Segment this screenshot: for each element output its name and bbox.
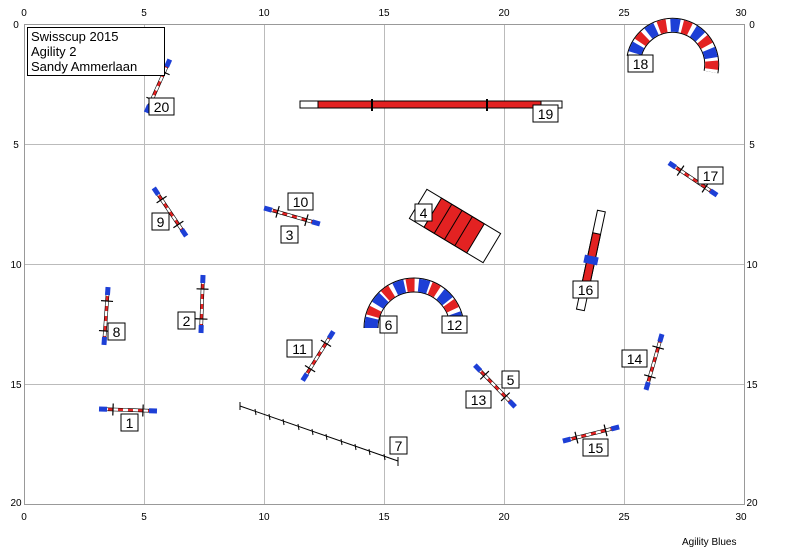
label-18: 18 <box>627 54 654 73</box>
label-8: 8 <box>107 322 126 341</box>
judge-name: Sandy Ammerlaan <box>31 59 138 74</box>
label-16: 16 <box>572 280 599 299</box>
y-tick-left: 5 <box>13 140 19 151</box>
svg-text:12: 12 <box>447 317 463 333</box>
svg-text:1: 1 <box>126 415 134 431</box>
number-labels: 1 2 3 4 5 6 12 7 8 9 10 11 13 14 15 16 1… <box>107 54 724 457</box>
weave-poles-7 <box>239 402 399 466</box>
label-2: 2 <box>177 311 196 330</box>
x-tick-top: 0 <box>21 8 27 19</box>
label-20: 20 <box>148 97 175 116</box>
label-5: 5 <box>501 370 520 389</box>
jump-5-13 <box>473 363 517 409</box>
jump-3-10 <box>263 205 321 227</box>
y-tick-right: 15 <box>746 380 758 391</box>
jump-9 <box>151 186 189 238</box>
label-15: 15 <box>582 438 609 457</box>
svg-text:3: 3 <box>286 227 294 243</box>
jump-14 <box>643 333 665 391</box>
grid <box>24 24 744 504</box>
x-tick-bottom: 30 <box>735 512 747 523</box>
svg-text:19: 19 <box>538 106 554 122</box>
svg-text:11: 11 <box>292 341 307 357</box>
label-17: 17 <box>697 166 724 185</box>
label-7: 7 <box>389 436 408 455</box>
svg-text:7: 7 <box>395 438 403 454</box>
x-tick-bottom: 25 <box>618 512 630 523</box>
svg-text:20: 20 <box>154 99 170 115</box>
dogwalk-19 <box>299 99 563 111</box>
x-tick-bottom: 20 <box>498 512 510 523</box>
svg-text:8: 8 <box>113 324 121 340</box>
field-border <box>24 24 745 505</box>
y-tick-right: 0 <box>749 20 755 31</box>
x-tick-bottom: 10 <box>258 512 270 523</box>
label-13: 13 <box>465 390 492 409</box>
event-title: Swisscup 2015 <box>31 29 119 44</box>
svg-text:2: 2 <box>183 313 191 329</box>
label-9: 9 <box>151 212 170 231</box>
x-tick-top: 5 <box>141 8 147 19</box>
label-19: 19 <box>532 104 559 123</box>
x-tick-top: 25 <box>618 8 630 19</box>
y-tick-left: 10 <box>10 260 22 271</box>
label-12: 12 <box>441 315 468 334</box>
class-title: Agility 2 <box>31 44 77 59</box>
label-1: 1 <box>120 413 139 432</box>
y-tick-left: 0 <box>13 20 19 31</box>
y-tick-right: 20 <box>746 498 758 509</box>
svg-text:6: 6 <box>385 317 393 333</box>
label-3: 3 <box>280 225 299 244</box>
label-6: 6 <box>379 315 398 334</box>
x-tick-bottom: 5 <box>141 512 147 523</box>
tunnel-18 <box>626 17 720 74</box>
jump-17 <box>667 160 719 198</box>
x-tick-bottom: 0 <box>21 512 27 523</box>
svg-text:4: 4 <box>420 205 428 221</box>
x-tick-top: 20 <box>498 8 510 19</box>
x-tick-top: 10 <box>258 8 270 19</box>
y-tick-left: 15 <box>10 380 22 391</box>
label-10: 10 <box>287 192 314 211</box>
x-tick-top: 30 <box>735 8 747 19</box>
axis-labels: 0 5 10 15 20 25 30 0 5 10 15 20 25 30 0 … <box>10 8 758 523</box>
y-tick-left: 20 <box>10 498 22 509</box>
x-tick-top: 15 <box>378 8 390 19</box>
label-4: 4 <box>414 203 433 222</box>
jump-2 <box>195 274 209 334</box>
y-tick-right: 5 <box>749 140 755 151</box>
label-11: 11 <box>286 339 313 358</box>
y-tick-right: 10 <box>746 260 758 271</box>
svg-text:18: 18 <box>633 56 649 72</box>
tire-4 <box>408 188 502 264</box>
jump-15 <box>562 424 620 444</box>
svg-text:13: 13 <box>471 392 487 408</box>
course-info-box: Swisscup 2015 Agility 2 Sandy Ammerlaan <box>27 27 165 76</box>
jump-1 <box>98 403 158 417</box>
label-14: 14 <box>621 349 648 368</box>
svg-text:16: 16 <box>578 282 594 298</box>
tunnel-6-12 <box>363 277 465 329</box>
svg-text:5: 5 <box>507 372 515 388</box>
svg-text:15: 15 <box>588 440 604 456</box>
x-tick-bottom: 15 <box>378 512 390 523</box>
brand-label: Agility Blues <box>682 537 737 548</box>
svg-text:17: 17 <box>703 168 719 184</box>
svg-text:14: 14 <box>627 351 643 367</box>
svg-text:10: 10 <box>293 194 309 210</box>
jump-11 <box>300 330 336 382</box>
svg-text:9: 9 <box>157 214 165 230</box>
